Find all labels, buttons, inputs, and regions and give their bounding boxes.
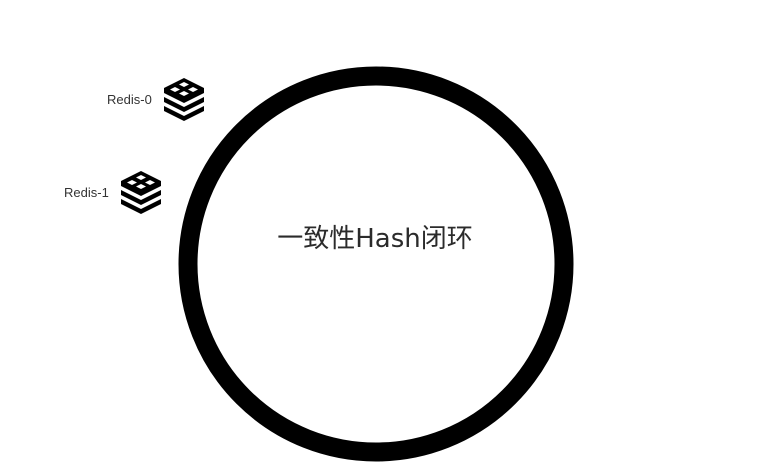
redis-node-0-label: Redis-0 [107, 91, 152, 107]
redis-server-icon [120, 171, 161, 214]
hash-ring-circle [178, 66, 574, 462]
redis-node-0[interactable]: Redis-0 [107, 76, 206, 122]
redis-node-1[interactable]: Redis-1 [64, 169, 163, 215]
ring-title: 一致性Hash闭环 [277, 224, 473, 254]
redis-server-icon [163, 78, 204, 121]
redis-node-1-label: Redis-1 [64, 184, 109, 200]
